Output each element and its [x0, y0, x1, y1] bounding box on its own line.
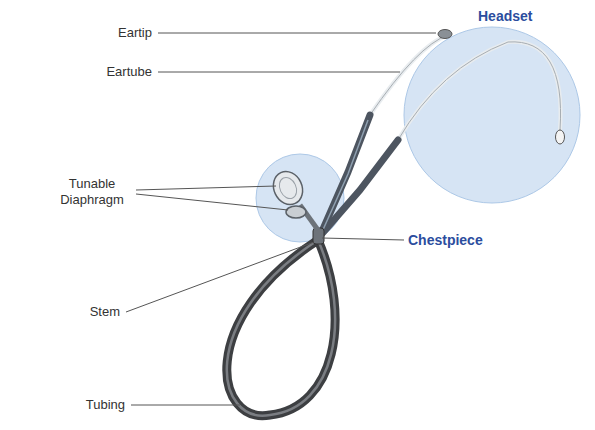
leader-line [136, 186, 276, 190]
leader-line [158, 72, 400, 73]
diaphragm-ring [276, 175, 300, 202]
stem [313, 228, 324, 244]
tubing-highlight [227, 240, 335, 416]
eartip [556, 130, 565, 144]
eartube [370, 35, 448, 115]
eartube-edge [398, 42, 561, 140]
binaural-tube [320, 115, 370, 236]
leader-line [136, 194, 288, 210]
part-label: Tubing [86, 397, 125, 413]
tubing [227, 240, 335, 416]
part-label: Eartip [118, 25, 152, 41]
diaphragm [268, 167, 308, 210]
eartube-edge [370, 35, 448, 115]
leader-line [322, 238, 404, 240]
leader-line [158, 33, 436, 34]
binaural-shine [322, 120, 368, 232]
diaphragm [286, 206, 306, 218]
eartube [398, 42, 561, 140]
part-label: Eartube [106, 64, 152, 80]
part-label: Stem [90, 304, 120, 320]
headset-highlight [404, 27, 580, 203]
group-heading: Chestpiece [408, 232, 483, 248]
group-heading: Headset [478, 8, 532, 24]
leader-line [131, 405, 240, 406]
part-label: Tunable Diaphragm [52, 176, 132, 208]
leader-line [126, 242, 314, 312]
eartip [438, 30, 452, 39]
binaural-tube [320, 140, 398, 236]
leader-lines [126, 33, 436, 405]
